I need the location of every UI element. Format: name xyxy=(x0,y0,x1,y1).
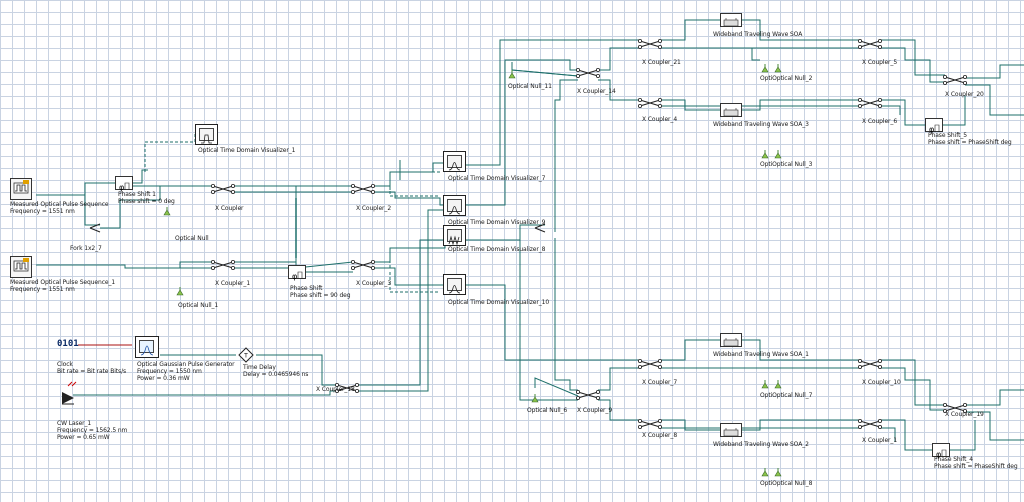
null11-label: Optical Null_11 xyxy=(508,83,552,90)
soa-top-label: Wideband Traveling Wave SOA xyxy=(713,31,803,38)
mops1-label: Measured Optical Pulse Sequence_1 xyxy=(10,279,116,286)
soa2-label: Wideband Traveling Wave SOA_2 xyxy=(713,441,809,448)
cw-label: CW Laser_1 xyxy=(57,420,92,427)
otdv-9-icon[interactable] xyxy=(443,195,466,216)
x-coupler-20-icon xyxy=(942,74,968,86)
x-coupler-icon xyxy=(210,183,236,195)
null8-label: OptiOptical Null_8 xyxy=(760,480,813,487)
x-coupler-7-icon xyxy=(637,358,663,370)
svg-text:φ: φ xyxy=(119,183,124,192)
ps4-val: Phase shift = PhaseShift deg xyxy=(934,463,1018,470)
otdv-8-icon[interactable] xyxy=(443,225,466,246)
otdv1-label: Optical Time Domain Visualizer_1 xyxy=(198,147,296,154)
ps1-val: Phase shift = 0 deg xyxy=(118,198,175,205)
soa-2-icon[interactable] xyxy=(720,423,742,437)
ps-label: Phase Shift xyxy=(290,285,323,292)
x-coupler-3-icon xyxy=(350,259,376,271)
fork-label: Fork 1x2_7 xyxy=(70,245,102,252)
time-delay-icon: T xyxy=(238,347,254,363)
soa3-label: Wideband Traveling Wave SOA_3 xyxy=(713,121,809,128)
clock-rate: Bit rate = Bit rate Bits/s xyxy=(57,368,127,375)
td-label: Time Delay xyxy=(243,364,276,371)
pulse-sequence-icon[interactable] xyxy=(10,178,32,200)
switch-icon xyxy=(534,223,546,233)
x-coupler-10-icon xyxy=(857,358,883,370)
x-coupler-4-icon xyxy=(637,97,663,109)
cw-freq: Frequency = 1562.5 nm xyxy=(57,427,128,434)
xc3-label: X Coupler_3 xyxy=(356,280,392,287)
xc5-label: X Coupler_5 xyxy=(862,59,898,66)
xc8-label: X Coupler_8 xyxy=(642,432,678,439)
svg-text:T: T xyxy=(243,353,248,360)
mops-label: Measured Optical Pulse Sequence xyxy=(10,201,109,208)
null2-label: OptiOptical Null_2 xyxy=(760,75,813,82)
clock-label: Clock xyxy=(57,361,73,368)
soa-top-icon[interactable] xyxy=(720,13,742,27)
ps-val: Phase shift = 90 deg xyxy=(290,292,351,299)
x-coupler-21-icon xyxy=(637,38,663,50)
ps5-val: Phase shift = PhaseShift deg xyxy=(928,139,1012,146)
mops1-freq: Frequency = 1551 nm xyxy=(10,286,75,293)
xc21-label: X Coupler_21 xyxy=(642,59,681,66)
xc4-label: X Coupler_4 xyxy=(642,116,678,123)
otdv-1-icon[interactable] xyxy=(195,124,218,145)
x-coupler-5-icon xyxy=(857,38,883,50)
ogpg-freq: Frequency = 1550 nm xyxy=(137,368,202,375)
xc1b-label: X Coupler_1 xyxy=(862,437,898,444)
otdv8-label: Optical Time Domain Visualizer_8 xyxy=(448,246,546,253)
otdv10-label: Optical Time Domain Visualizer_10 xyxy=(448,299,550,306)
phase-shift-5-icon[interactable]: φ xyxy=(925,118,943,134)
null7-label: OptiOptical Null_7 xyxy=(760,392,813,399)
xc10-label: X Coupler_10 xyxy=(862,379,901,386)
soa-1-icon[interactable] xyxy=(720,333,742,347)
null-label: Optical Null xyxy=(175,235,209,242)
xc7-label: X Coupler_7 xyxy=(642,379,678,386)
xc9-label: X Coupler_9 xyxy=(577,407,613,414)
cw-power: Power = 0.65 mW xyxy=(57,434,110,441)
null6-label: Optical Null_6 xyxy=(527,407,568,414)
soa-3-icon[interactable] xyxy=(720,103,742,117)
x-coupler-9-icon xyxy=(575,389,601,401)
x-coupler-14-icon xyxy=(575,67,601,79)
otdv7-label: Optical Time Domain Visualizer_7 xyxy=(448,175,546,182)
clock-icon[interactable]: 0101 xyxy=(57,339,79,349)
x-coupler-1b-icon xyxy=(857,418,883,430)
xc20-label: X Coupler_20 xyxy=(945,91,984,98)
soa1-label: Wideband Traveling Wave SOA_1 xyxy=(713,351,809,358)
x-coupler-8-icon xyxy=(637,418,663,430)
gaussian-pulse-generator-icon[interactable] xyxy=(135,336,159,358)
phase-shift-icon[interactable]: φ xyxy=(288,265,306,281)
ps1-label: Phase Shift 1 xyxy=(118,191,156,198)
xc6-label: X Coupler_6 xyxy=(862,118,898,125)
td-val: Delay = 0.0465946 ns xyxy=(243,371,309,378)
xc18-label: X Coupler_18 xyxy=(316,386,355,393)
pulse-sequence-1-icon[interactable] xyxy=(10,256,32,278)
xc14-label: X Coupler_14 xyxy=(577,88,616,95)
ps5-label: Phase Shift_5 xyxy=(928,132,967,139)
x-coupler-1-icon xyxy=(210,259,236,271)
svg-text:φ: φ xyxy=(929,125,934,134)
null3-label: OptiOptical Null_3 xyxy=(760,161,813,168)
xc1-label: X Coupler_1 xyxy=(215,280,251,287)
xc-label: X Coupler xyxy=(215,205,244,212)
ps4-label: Phase Shift_4 xyxy=(934,456,973,463)
ogpg-power: Power = 0.36 mW xyxy=(137,375,190,382)
null1-label: Optical Null_1 xyxy=(178,302,219,309)
svg-text:φ: φ xyxy=(936,450,941,459)
otdv9-label: Optical Time Domain Visualizer_9 xyxy=(448,219,546,226)
mops-freq: Frequency = 1551 nm xyxy=(10,208,75,215)
phase-shift-1-icon[interactable]: φ xyxy=(115,176,133,192)
otdv-7-icon[interactable] xyxy=(443,151,466,172)
xc2-label: X Coupler_2 xyxy=(356,205,392,212)
ogpg-label: Optical Gaussian Pulse Generator xyxy=(137,361,235,368)
phase-shift-4-icon[interactable]: φ xyxy=(932,443,950,459)
svg-text:φ: φ xyxy=(292,272,297,281)
fork-icon xyxy=(89,223,101,233)
x-coupler-2-icon xyxy=(350,183,376,195)
xc19-label: X Coupler_19 xyxy=(945,411,984,418)
x-coupler-6-icon xyxy=(857,97,883,109)
otdv-10-icon[interactable] xyxy=(443,274,466,295)
cw-laser-icon xyxy=(62,381,77,405)
